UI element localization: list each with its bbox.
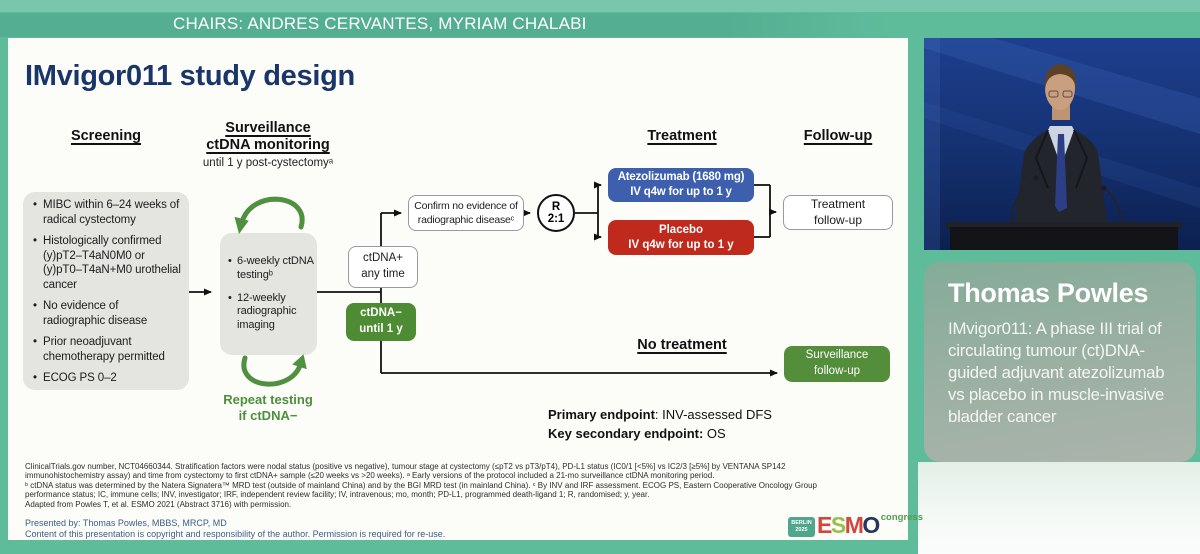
podium-mic xyxy=(1009,177,1037,227)
endpoints-block: Primary endpoint: INV-assessed DFS Key s… xyxy=(548,406,772,444)
podium-top xyxy=(946,222,1182,228)
chairs-banner: CHAIRS: ANDRES CERVANTES, MYRIAM CHALABI xyxy=(173,14,587,33)
column-header-screening: Screening xyxy=(70,128,142,144)
column-header-surveillance-line1: Surveillance xyxy=(225,120,311,136)
footnote-line: ClinicalTrials.gov number, NCT04660344. … xyxy=(25,462,786,471)
footnotes: ClinicalTrials.gov number, NCT04660344. … xyxy=(25,462,903,509)
screening-item: •MIBC within 6–24 weeks of radical cyste… xyxy=(33,199,180,226)
speaker-name: Thomas Powles xyxy=(948,278,1149,308)
randomization-circle: R 2:1 xyxy=(537,194,575,232)
screening-item: •Histologically confirmed (y)pT2–T4aN0M0… xyxy=(33,235,181,291)
top-sheen-strip xyxy=(0,0,1200,12)
speaker-tie xyxy=(1055,134,1067,212)
copyright-line: Content of this presentation is copyrigh… xyxy=(25,529,446,539)
podium-mic xyxy=(1103,187,1123,227)
presented-by-line: Presented by: Thomas Powles, MBBS, MRCP,… xyxy=(25,518,227,528)
speaker-info-card: Thomas Powles IMvigor011: A phase III tr… xyxy=(924,262,1196,462)
treatment-followup-box: Treatment follow-up xyxy=(783,195,893,230)
esmo-letters: ESMO xyxy=(817,512,880,538)
column-header-followup: Follow-up xyxy=(803,128,873,144)
speaker-head xyxy=(1045,66,1075,110)
footnote-line: ᵇ ctDNA status was determined by the Nat… xyxy=(25,480,817,490)
footnote-line: immunohistochemistry assay) and time fro… xyxy=(25,471,715,481)
podium xyxy=(950,227,1178,250)
screening-criteria-box: •MIBC within 6–24 weeks of radical cyste… xyxy=(23,192,189,390)
footnote-line: performance status; IC, immune cells; IN… xyxy=(25,490,650,500)
bottom-right-background xyxy=(918,462,1200,554)
surveillance-followup-box: Surveillance follow-up xyxy=(784,346,890,382)
surveillance-note: until 1 y post-cystectomyᵃ xyxy=(202,157,334,169)
esmo-berlin-badge: BERLIN 2025 xyxy=(788,517,815,537)
repeat-cycle-arrows xyxy=(234,196,307,387)
screening-item: •ECOG PS 0–2 xyxy=(33,372,117,385)
column-header-treatment: Treatment xyxy=(647,128,717,144)
primary-endpoint: Primary endpoint: INV-assessed DFS xyxy=(548,407,772,422)
presentation-slide: IMvigor011 study design Screening Survei… xyxy=(8,38,923,540)
secondary-endpoint: Key secondary endpoint: OS xyxy=(548,425,726,441)
talk-title: IMvigor011: A phase III trial of circula… xyxy=(948,319,1165,426)
no-treatment-label: No treatment xyxy=(637,337,727,353)
esmo-congress-word: congress xyxy=(880,512,923,523)
column-header-surveillance-line2: ctDNA monitoring xyxy=(206,137,330,153)
ctdna-negative-box: ctDNA− until 1 y xyxy=(346,303,416,341)
speaker-glasses xyxy=(1048,90,1059,98)
footnote-line: Adapted from Powles T, et al. ESMO 2021 … xyxy=(25,499,292,509)
speaker-illustration xyxy=(924,18,1200,250)
screening-item: •No evidence of radiographic disease xyxy=(33,300,148,327)
screening-item: •Prior neoadjuvant chemotherapy permitte… xyxy=(33,336,165,363)
speaker-hair xyxy=(1044,64,1077,90)
flow-connectors xyxy=(189,181,778,387)
chairs-band xyxy=(0,13,920,37)
monitoring-item: •6-weekly ctDNA testingᵇ xyxy=(228,254,314,281)
confirm-no-disease-box: Confirm no evidence of radiographic dise… xyxy=(408,195,524,231)
ctdna-positive-box: ctDNA+ any time xyxy=(348,246,418,288)
repeat-testing-note: Repeat testing if ctDNA− xyxy=(223,392,313,424)
atezolizumab-arm-box: Atezolizumab (1680 mg) IV q4w for up to … xyxy=(608,168,754,202)
monitoring-item: •12-weekly radiographic imaging xyxy=(228,291,297,332)
placebo-arm-box: Placebo IV q4w for up to 1 y xyxy=(608,220,754,255)
speaker-video xyxy=(924,18,1200,250)
ctdna-monitoring-box: •6-weekly ctDNA testingᵇ •12-weekly radi… xyxy=(220,233,317,355)
slide-title: IMvigor011 study design xyxy=(25,60,355,92)
esmo-congress-logo: BERLIN 2025 ESMO congress xyxy=(788,510,923,537)
